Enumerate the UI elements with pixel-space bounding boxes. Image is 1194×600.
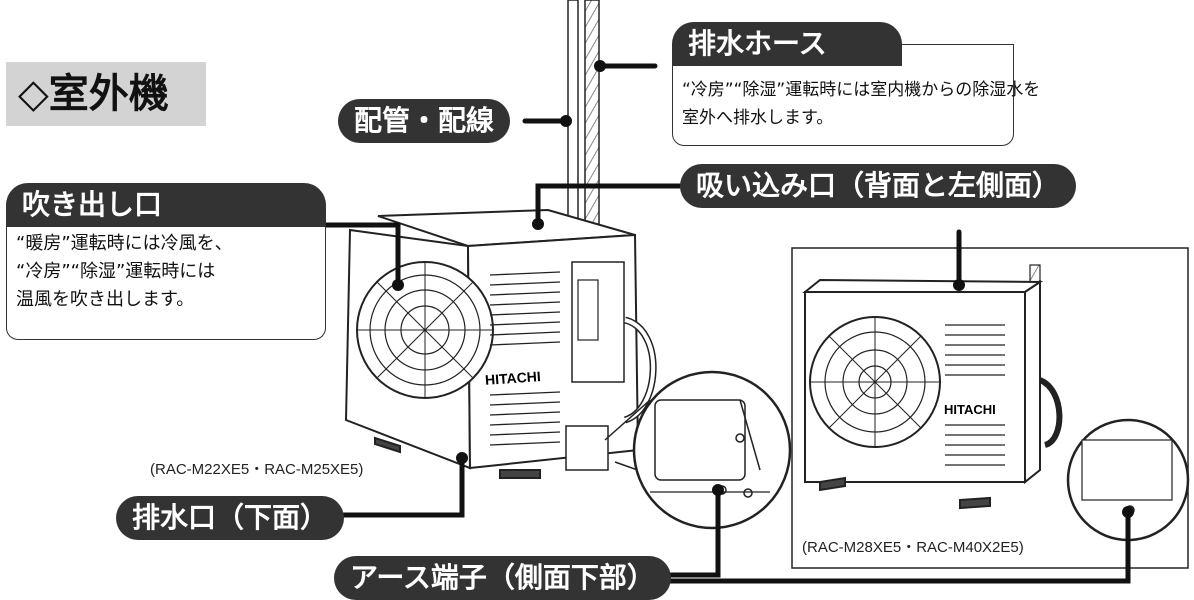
earth-terminal-label: アース端子（側面下部） (334, 556, 671, 600)
brand-logo-large: HITACHI (944, 402, 996, 417)
leader-lines (292, 60, 1134, 584)
outdoor-unit-large (791, 247, 1190, 569)
air-outlet-description: “暖房”運転時には冷風を、 “冷房”“除湿”運転時には 温風を吹き出します。 (16, 233, 233, 310)
drain-outlet-label: 排水口（下面） (116, 496, 345, 540)
section-title: ◇室外機 (6, 62, 206, 126)
intake-label: 吸い込み口（背面と左側面） (680, 164, 1077, 208)
piping-label: 配管・配線 (338, 99, 511, 143)
drain-hose-title: 排水ホース (672, 22, 902, 66)
outdoor-unit-small (344, 208, 657, 479)
earth-terminal-magnifier (604, 370, 792, 530)
drain-hose-description: “冷房”“除湿”運転時には室内機からの除湿水を 室外へ排水します。 (682, 80, 1041, 128)
air-outlet-callout (6, 222, 326, 340)
air-outlet-title: 吹き出し口 (6, 183, 326, 227)
model-caption-small: (RAC-M22XE5・RAC-M25XE5) (150, 461, 364, 478)
pipe-column (567, 0, 600, 251)
model-caption-large: (RAC-M28XE5・RAC-M40X2E5) (802, 539, 1024, 556)
